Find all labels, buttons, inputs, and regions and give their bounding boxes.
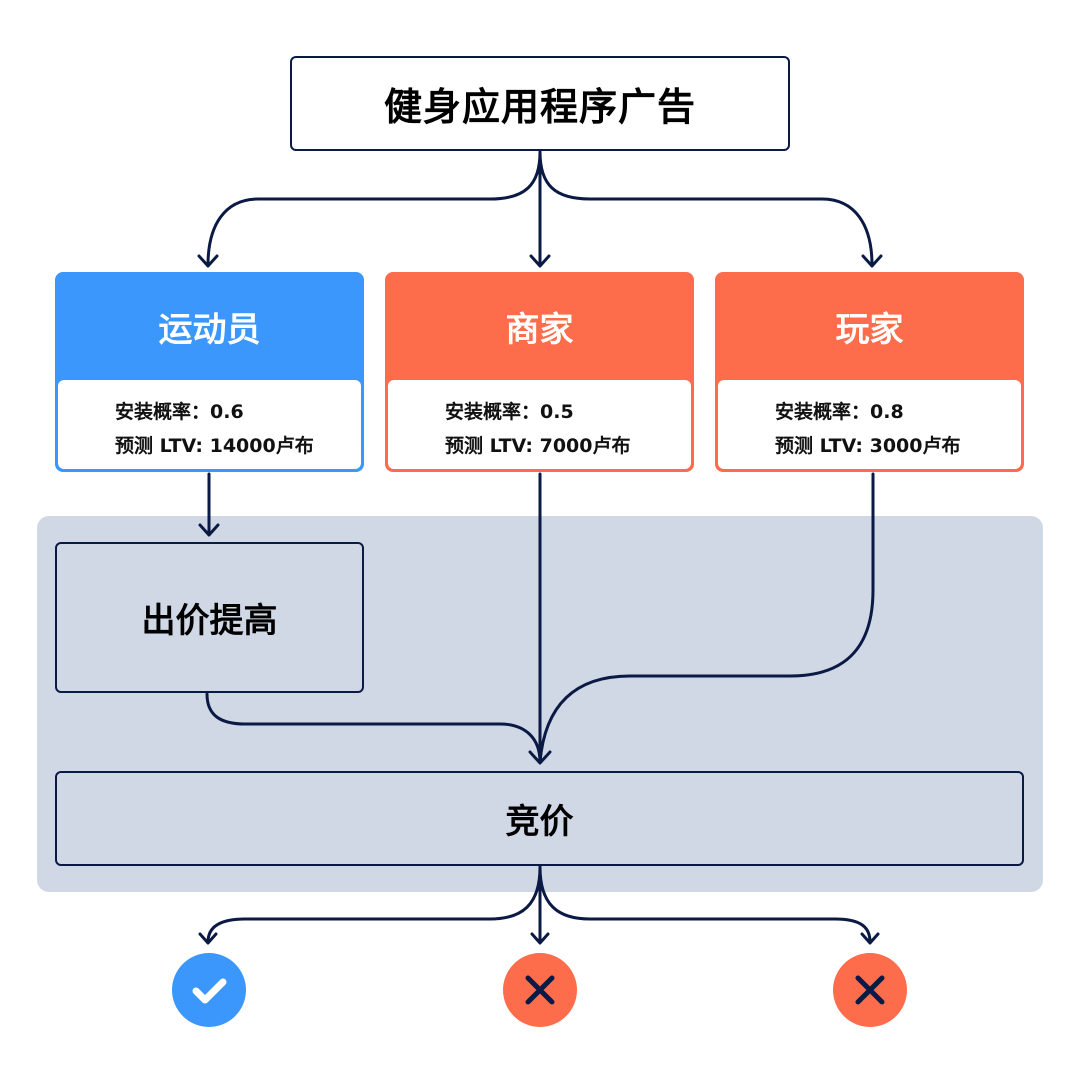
arrow-auction-to-lose-2 <box>538 865 872 944</box>
page-title: 健身应用程序广告 <box>290 56 790 151</box>
arrow-head <box>860 932 880 945</box>
arrow-gamers-to-auction <box>538 472 875 764</box>
check-icon <box>192 978 227 1004</box>
arrow-title-to-gamers <box>538 150 874 267</box>
arrow-head <box>198 932 218 945</box>
install-rate: 安装概率：0.5 <box>445 401 574 423</box>
arrow-head <box>198 523 220 537</box>
arrow-boost-to-auction <box>205 692 542 764</box>
arrow-head <box>530 932 550 945</box>
predicted-ltv: 预测 LTV: 3000卢布 <box>775 435 961 457</box>
arrow-head <box>528 750 552 765</box>
segment-card-gamers: 玩家 安装概率：0.8 预测 LTV: 3000卢布 <box>715 272 1024 472</box>
segment-stats: 安装概率：0.8 预测 LTV: 3000卢布 <box>718 380 1021 469</box>
segment-name: 商家 <box>505 309 574 350</box>
arrow-head <box>529 254 551 268</box>
bid-boost-box: 出价提高 <box>55 542 364 693</box>
arrow-title-to-athletes <box>206 150 542 267</box>
predicted-ltv: 预测 LTV: 14000卢布 <box>115 435 314 457</box>
predicted-ltv: 预测 LTV: 7000卢布 <box>445 435 631 457</box>
segment-stats: 安装概率：0.5 预测 LTV: 7000卢布 <box>388 380 691 469</box>
arrow-head <box>197 254 219 268</box>
win-check-icon <box>172 953 246 1027</box>
segment-card-business: 商家 安装概率：0.5 预测 LTV: 7000卢布 <box>385 272 694 472</box>
segment-name: 运动员 <box>158 309 261 350</box>
lose-cross-icon <box>833 953 907 1027</box>
install-rate: 安装概率：0.8 <box>775 401 904 423</box>
segment-name: 玩家 <box>835 309 904 350</box>
arrow-head <box>861 254 883 268</box>
cross-icon <box>525 975 555 1005</box>
lose-cross-icon <box>503 953 577 1027</box>
install-rate: 安装概率：0.6 <box>115 401 244 423</box>
auction-box: 竞价 <box>55 771 1024 866</box>
arrow-auction-to-win <box>206 865 542 944</box>
segment-stats: 安装概率：0.6 预测 LTV: 14000卢布 <box>58 380 361 469</box>
cross-icon <box>855 975 885 1005</box>
segment-card-athletes: 运动员 安装概率：0.6 预测 LTV: 14000卢布 <box>55 272 364 472</box>
